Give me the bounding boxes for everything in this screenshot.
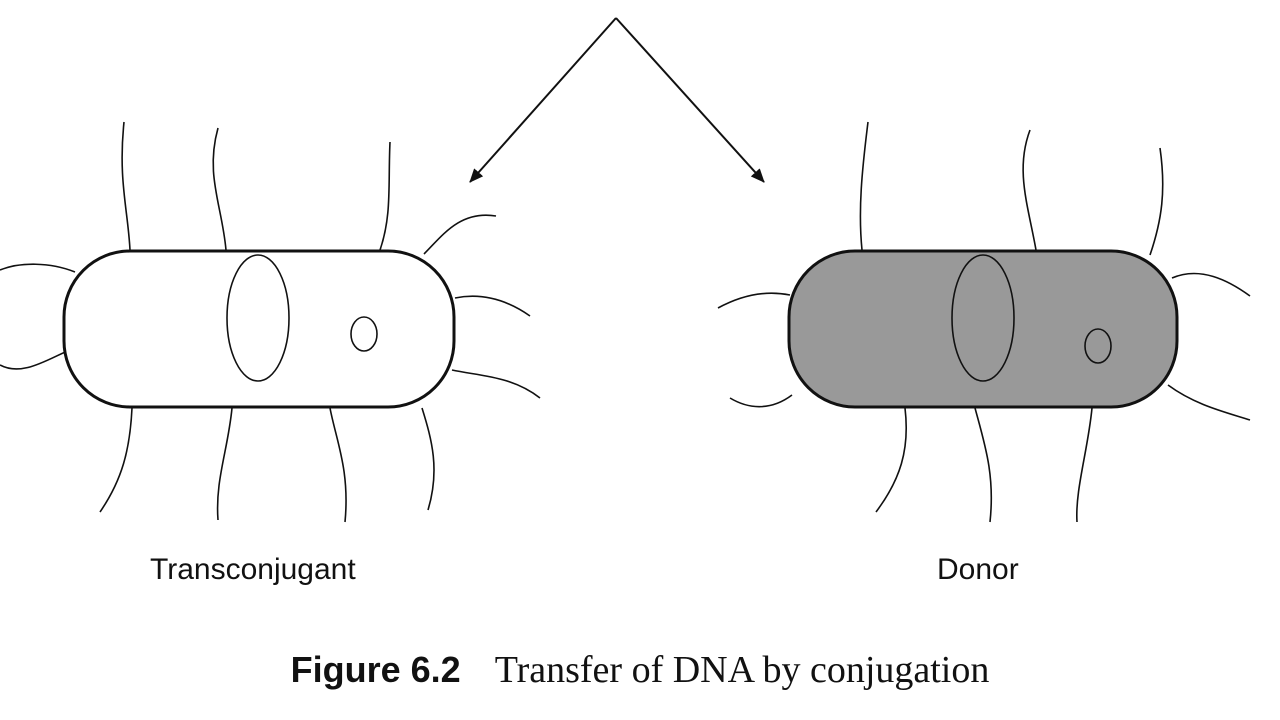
chromosome-left [226, 254, 290, 382]
plasmid-right [1084, 328, 1112, 364]
pili-right [717, 121, 1251, 523]
donor-label: Donor [937, 553, 1019, 586]
donor-cell-body [787, 249, 1179, 409]
figure-number: Figure 6.2 [290, 649, 461, 690]
transconjugant-cell-body [62, 249, 456, 409]
chromosome-right [951, 254, 1015, 382]
transconjugant-label: Transconjugant [150, 553, 356, 586]
donor-cell [717, 121, 1251, 523]
figure-caption-text: Transfer of DNA by conjugation [494, 649, 990, 691]
figure-caption: Figure 6.2 Transfer of DNA by conjugation [0, 642, 1280, 706]
transconjugant-cell [0, 121, 541, 523]
transfer-arrows [469, 17, 765, 183]
arrow-to-transconjugant [469, 17, 617, 183]
plasmid-left [350, 316, 378, 352]
arrow-to-donor [615, 17, 765, 183]
